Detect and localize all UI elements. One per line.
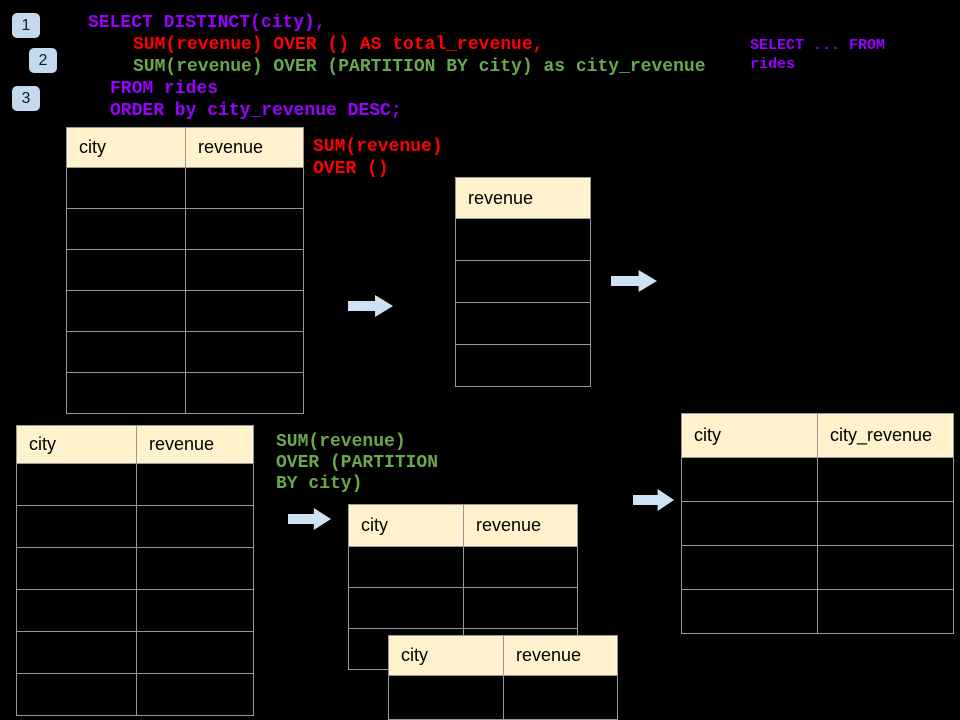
- side-note-line-2: rides: [750, 56, 796, 73]
- table-cell: [817, 457, 954, 502]
- table-source-rides: city revenue: [66, 127, 304, 414]
- side-note-select-from-rides: SELECT ... FROM rides: [750, 36, 885, 74]
- table-cell: [463, 587, 578, 629]
- table-cell: [136, 673, 254, 716]
- table-cell: [463, 546, 578, 588]
- annotation-total-line-1: SUM(revenue): [313, 137, 443, 157]
- table-cell: [817, 545, 954, 590]
- table-cell: [681, 589, 818, 634]
- side-note-line-1: SELECT ... FROM: [750, 37, 886, 54]
- column-header-revenue: revenue: [136, 425, 254, 464]
- table-cell: [136, 631, 254, 674]
- column-header-revenue: revenue: [185, 127, 304, 168]
- table-cell: [503, 675, 618, 720]
- table-cell: [66, 372, 186, 414]
- table-cell: [455, 218, 591, 261]
- table-cell: [16, 463, 137, 506]
- column-header-city: city: [348, 504, 464, 547]
- arrow-right-icon: [348, 295, 393, 317]
- table-cell: [348, 587, 464, 629]
- annotation-partition-line-2: OVER (PARTITION: [276, 453, 439, 473]
- arrow-right-icon: [288, 508, 332, 530]
- table-cell: [185, 372, 304, 414]
- table-cell: [185, 249, 304, 291]
- table-cell: [16, 547, 137, 590]
- column-header-city: city: [16, 425, 137, 464]
- table-cell: [817, 501, 954, 546]
- table-cell: [681, 457, 818, 502]
- table-cell: [185, 331, 304, 373]
- table-cell: [455, 260, 591, 303]
- step-badge-3: 3: [12, 86, 40, 111]
- table-cell: [185, 167, 304, 209]
- table-cell: [16, 673, 137, 716]
- table-total-revenue-result: revenue: [455, 177, 591, 387]
- table-cell: [16, 631, 137, 674]
- table-source-partition: city revenue: [16, 425, 254, 716]
- table-cell: [348, 546, 464, 588]
- table-cell: [388, 675, 504, 720]
- table-cell: [455, 344, 591, 387]
- column-header-revenue: revenue: [463, 504, 578, 547]
- column-header-city: city: [681, 413, 818, 458]
- table-cell: [136, 463, 254, 506]
- annotation-city-revenue: SUM(revenue) OVER (PARTITION BY city): [276, 432, 438, 495]
- annotation-partition-line-1: SUM(revenue): [276, 432, 406, 452]
- column-header-city-revenue: city_revenue: [817, 413, 954, 458]
- arrow-right-icon: [633, 489, 675, 511]
- arrow-right-icon: [611, 270, 657, 292]
- table-cell: [66, 290, 186, 332]
- step-badge-2: 2: [29, 48, 57, 73]
- annotation-total-revenue: SUM(revenue) OVER (): [313, 136, 443, 180]
- table-cell: [16, 505, 137, 548]
- table-cell: [66, 208, 186, 250]
- table-cell: [817, 589, 954, 634]
- step-badge-1: 1: [12, 13, 40, 38]
- sql-line-select: SELECT DISTINCT(city),: [88, 13, 326, 33]
- column-header-revenue: revenue: [503, 635, 618, 676]
- sql-line-city-revenue: SUM(revenue) OVER (PARTITION BY city) as…: [133, 57, 706, 77]
- table-final-result: city city_revenue: [681, 413, 954, 634]
- table-cell: [681, 545, 818, 590]
- column-header-revenue: revenue: [455, 177, 591, 219]
- table-cell: [136, 547, 254, 590]
- table-cell: [681, 501, 818, 546]
- table-cell: [455, 302, 591, 345]
- table-partition-step-overlay: city revenue: [388, 635, 618, 720]
- table-cell: [185, 208, 304, 250]
- table-cell: [66, 249, 186, 291]
- annotation-total-line-2: OVER (): [313, 159, 389, 179]
- column-header-city: city: [66, 127, 186, 168]
- sql-line-order-by: ORDER by city_revenue DESC;: [110, 101, 402, 121]
- sql-line-total-revenue: SUM(revenue) OVER () AS total_revenue,: [133, 35, 544, 55]
- column-header-city: city: [388, 635, 504, 676]
- table-cell: [66, 167, 186, 209]
- table-cell: [136, 505, 254, 548]
- table-cell: [66, 331, 186, 373]
- annotation-partition-line-3: BY city): [276, 474, 363, 494]
- table-cell: [185, 290, 304, 332]
- sql-line-from: FROM rides: [110, 79, 219, 99]
- table-cell: [136, 589, 254, 632]
- table-cell: [16, 589, 137, 632]
